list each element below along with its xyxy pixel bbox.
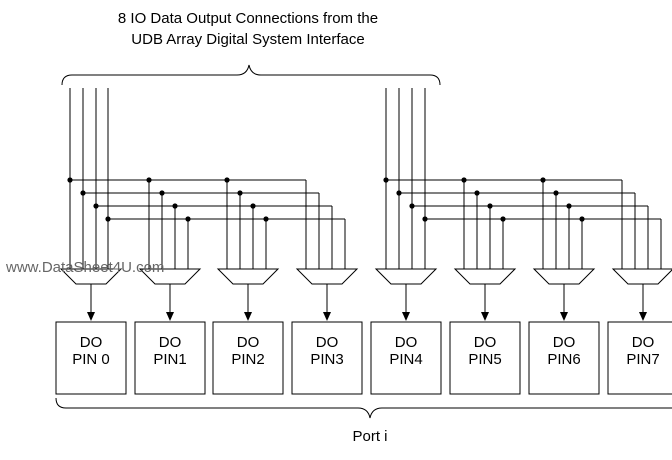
- junction-dots: [67, 177, 585, 222]
- pin-4: DO PIN4: [370, 321, 442, 395]
- junction-dot: [263, 216, 269, 222]
- pin-6: DO PIN6: [528, 321, 600, 395]
- junction-dot: [185, 216, 191, 222]
- junction-dot: [553, 190, 559, 196]
- diagram-title-line-2: UDB Array Digital System Interface: [131, 31, 364, 48]
- pin-7: DO PIN7: [607, 321, 672, 395]
- top-brace: [61, 64, 441, 86]
- pin-4-label-line1: DO: [395, 334, 418, 351]
- junction-dot: [396, 190, 402, 196]
- junction-dot: [172, 203, 178, 209]
- mux-1: [138, 268, 202, 285]
- mux-5: [453, 268, 517, 285]
- junction-dot: [487, 203, 493, 209]
- junction-dot: [474, 190, 480, 196]
- junction-dot: [383, 177, 389, 183]
- pin-6-label-line2: PIN6: [547, 351, 580, 368]
- output-arrows: [87, 284, 647, 321]
- pin-6-label-line1: DO: [553, 334, 576, 351]
- pin-2-label-line1: DO: [237, 334, 260, 351]
- pin-7-label-line2: PIN7: [626, 351, 659, 368]
- junction-dot: [224, 177, 230, 183]
- junction-dot: [105, 216, 111, 222]
- bottom-brace: [55, 397, 672, 419]
- output-arrowhead-5: [481, 312, 489, 321]
- pin-0: DO PIN 0: [55, 321, 127, 395]
- junction-dot: [80, 190, 86, 196]
- junction-dot: [500, 216, 506, 222]
- junction-dot: [159, 190, 165, 196]
- pin-0-label-line1: DO: [80, 334, 103, 351]
- junction-dot: [146, 177, 152, 183]
- output-arrowhead-0: [87, 312, 95, 321]
- pin-3-label-line2: PIN3: [310, 351, 343, 368]
- watermark: www.DataSheet4U.com: [5, 259, 164, 276]
- pin-0-label-line2: PIN 0: [72, 351, 110, 368]
- output-arrowhead-7: [639, 312, 647, 321]
- junction-dot: [540, 177, 546, 183]
- diagram-title-line-1: 8 IO Data Output Connections from the: [118, 10, 378, 27]
- pin-1-label-line2: PIN1: [153, 351, 186, 368]
- junction-dot: [409, 203, 415, 209]
- pin-3: DO PIN3: [291, 321, 363, 395]
- signal-wires: [69, 88, 662, 269]
- pin-3-label-line1: DO: [316, 334, 339, 351]
- pin-2-label-line2: PIN2: [231, 351, 264, 368]
- pin-2: DO PIN2: [212, 321, 284, 395]
- mux-6: [532, 268, 596, 285]
- output-arrowhead-3: [323, 312, 331, 321]
- junction-dot: [67, 177, 73, 183]
- pin-5-label-line1: DO: [474, 334, 497, 351]
- output-arrowhead-6: [560, 312, 568, 321]
- pin-7-label-line1: DO: [632, 334, 655, 351]
- pin-1-label-line1: DO: [159, 334, 182, 351]
- mux-2: [216, 268, 280, 285]
- output-arrowhead-2: [244, 312, 252, 321]
- junction-dot: [579, 216, 585, 222]
- junction-dot: [422, 216, 428, 222]
- mux-7: [611, 268, 672, 285]
- pin-boxes: DO PIN 0 DO PIN1 DO PIN2 DO PIN3 DO PIN4…: [55, 321, 672, 395]
- junction-dot: [566, 203, 572, 209]
- mux-0: [59, 268, 123, 285]
- output-arrowhead-4: [402, 312, 410, 321]
- pin-5: DO PIN5: [449, 321, 521, 395]
- pin-5-label-line2: PIN5: [468, 351, 501, 368]
- junction-dot: [461, 177, 467, 183]
- junction-dot: [93, 203, 99, 209]
- junction-dot: [237, 190, 243, 196]
- pin-4-label-line2: PIN4: [389, 351, 422, 368]
- multiplexers: [59, 268, 672, 285]
- output-arrowhead-1: [166, 312, 174, 321]
- port-label: Port i: [352, 428, 387, 445]
- mux-3: [295, 268, 359, 285]
- pin-1: DO PIN1: [134, 321, 206, 395]
- mux-4: [374, 268, 438, 285]
- junction-dot: [250, 203, 256, 209]
